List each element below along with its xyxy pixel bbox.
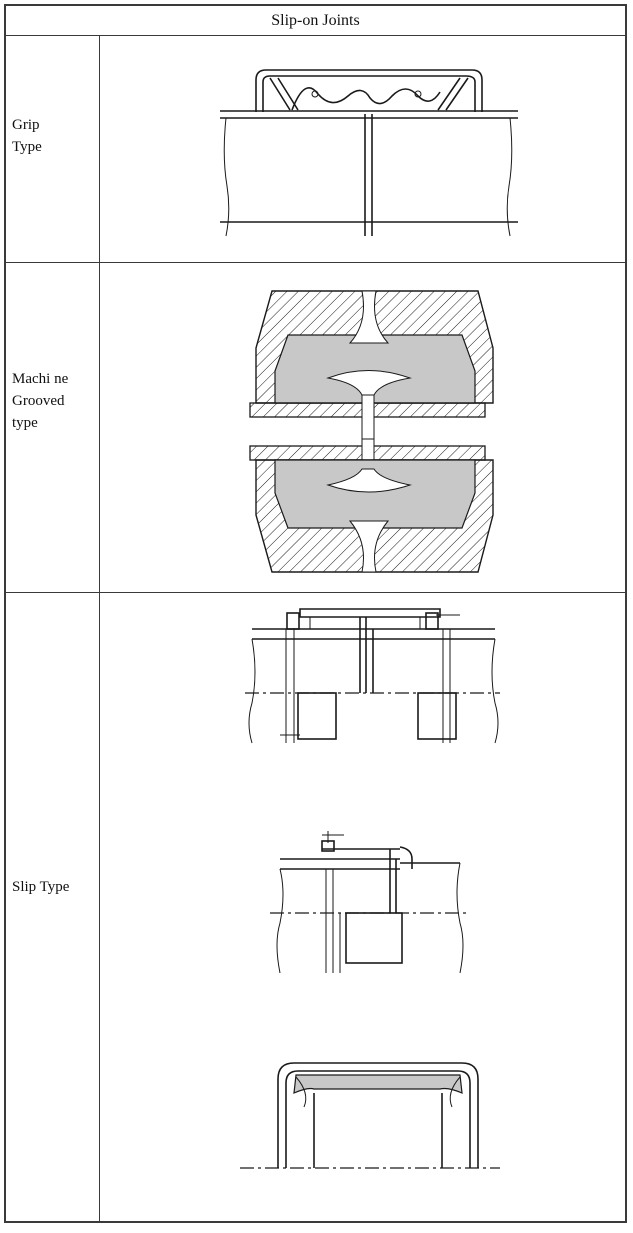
label-cell-grip-type: Grip Type [6,36,100,262]
row-label-line: Grip [12,117,40,133]
label-cell-machine-grooved: Machi ne Grooved type [6,263,100,592]
grip-type-joint-drawing [100,36,625,262]
row-label-line: Type [12,139,42,155]
row-label-line: Machi ne [12,371,69,387]
table-title: Slip-on Joints [6,6,625,36]
slip-joint-drawing-c [240,1062,500,1169]
row-label-line: type [12,415,38,431]
table-row-machine-grooved-type: Machi ne Grooved type [6,263,625,593]
table-row-slip-type: Slip Type [6,593,625,1221]
machine-grooved-joint-drawing [100,263,625,592]
slip-joint-drawing-a [245,608,500,744]
row-label-line: Slip Type [12,879,70,895]
table-row-grip-type: Grip Type [6,36,625,263]
slip-on-joints-table: Slip-on Joints Grip Type [4,4,627,1223]
slip-joint-drawing-b [270,831,470,974]
slip-type-joint-drawings [100,593,625,1221]
label-cell-slip-type: Slip Type [6,593,100,1221]
row-label-line: Grooved [12,393,65,409]
